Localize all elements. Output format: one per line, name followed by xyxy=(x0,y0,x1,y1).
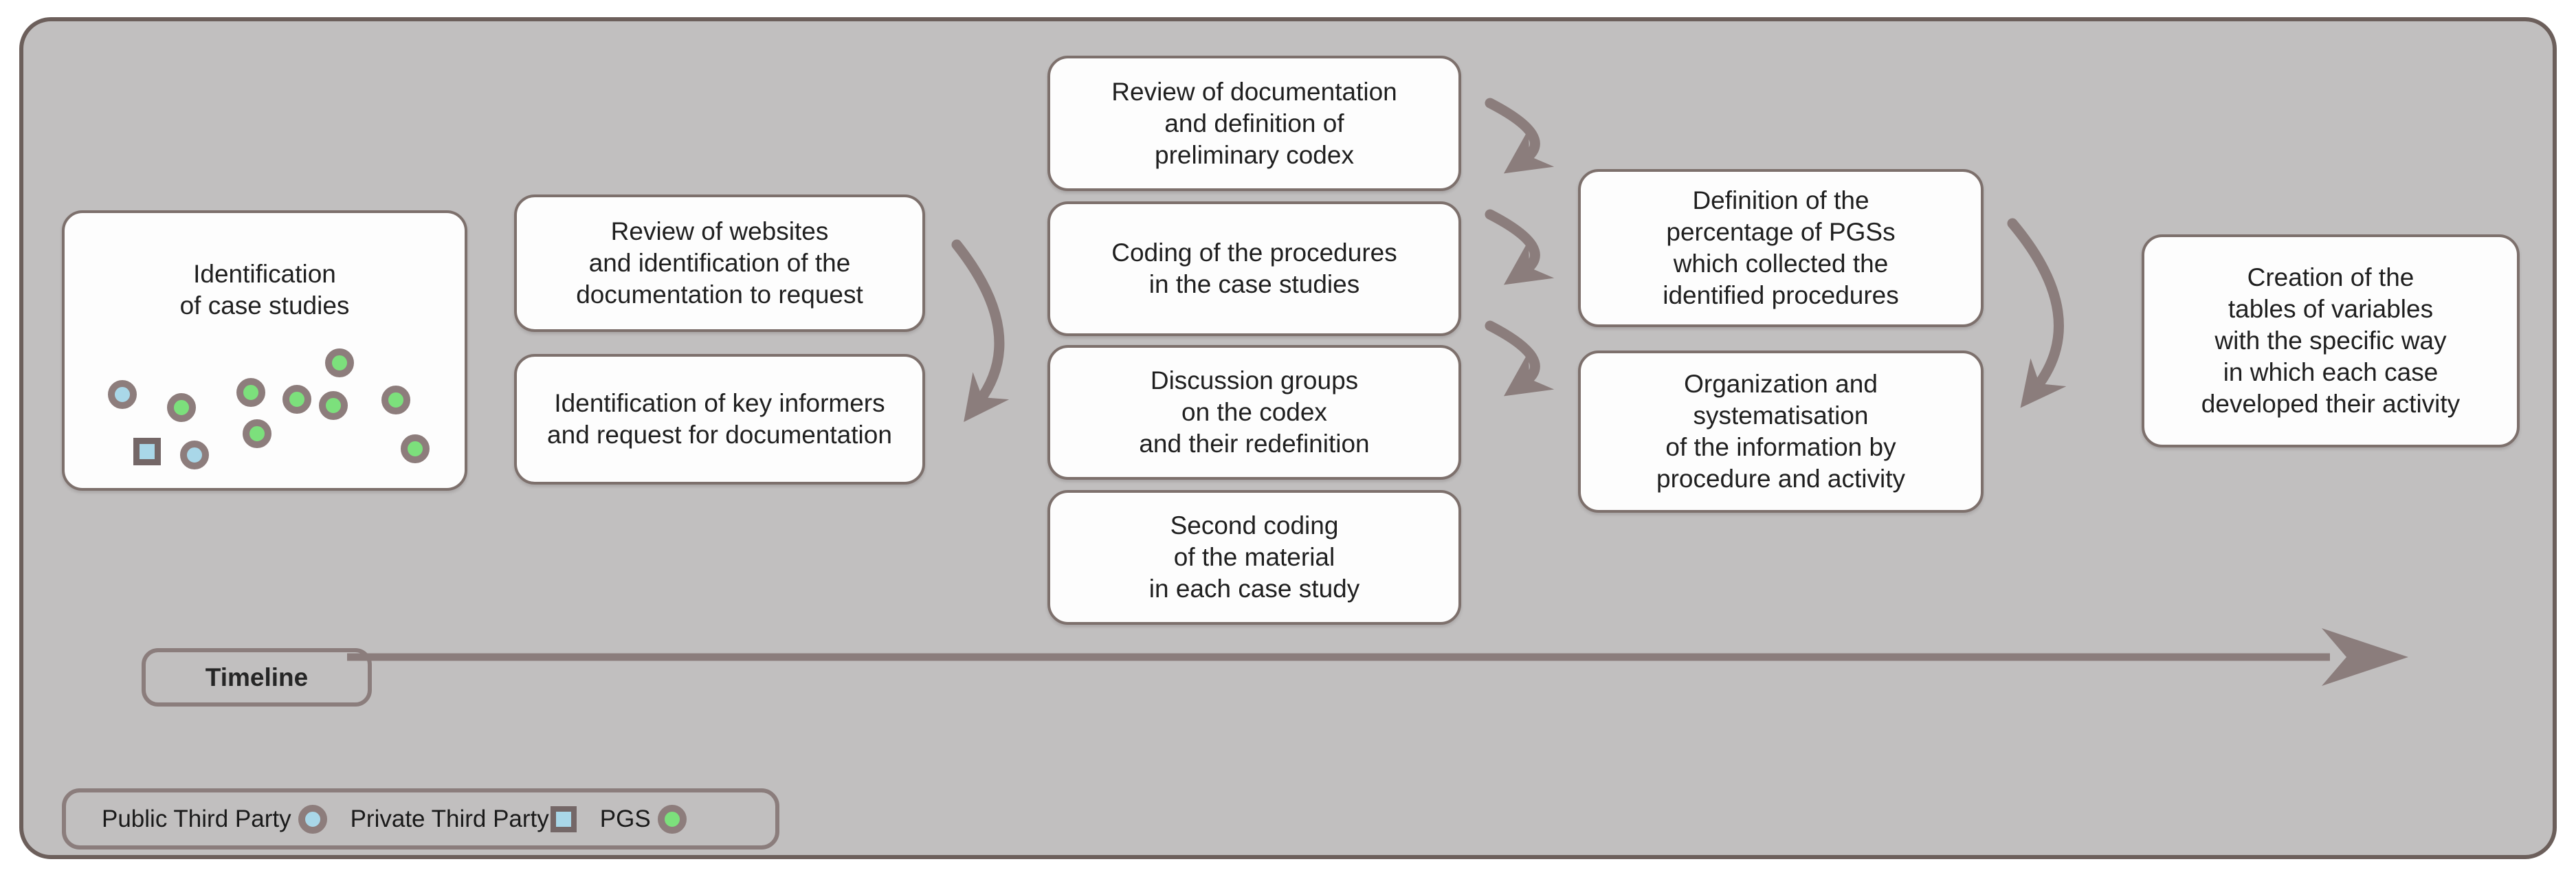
box-text-line: Creation of the xyxy=(2247,263,2414,291)
timeline-label-box: Timeline xyxy=(142,648,372,707)
box-text-line: in the case studies xyxy=(1148,270,1360,298)
box-text-line: Discussion groups xyxy=(1150,366,1359,395)
box-text-line: in which each case xyxy=(2223,358,2439,386)
case-study-marker-blue-circle xyxy=(108,380,137,409)
box-text-line: and definition of xyxy=(1164,109,1344,137)
box-coding-of-procedures: Coding of the procedures in the case stu… xyxy=(1047,201,1461,336)
box-definition-of-percentage: Definition of the percentage of PGSs whi… xyxy=(1578,169,1984,327)
box-organization-systematisation: Organization and systematisation of the … xyxy=(1578,351,1984,513)
case-study-marker-green-circle xyxy=(167,393,196,422)
box-text-line: and their redefinition xyxy=(1139,430,1370,458)
box-text-line: of case studies xyxy=(179,291,350,320)
box-text-line: Second coding xyxy=(1170,511,1339,540)
legend: Public Third Party Private Third Party P… xyxy=(62,788,779,850)
case-study-marker-green-circle xyxy=(282,385,311,414)
private-third-party-square-icon xyxy=(550,806,577,832)
box-text-line: procedure and activity xyxy=(1656,465,1905,493)
box-text-line: in each case study xyxy=(1148,575,1360,603)
box-text-line: which collected the xyxy=(1673,249,1889,278)
box-text-line: Identification xyxy=(193,260,336,288)
case-study-marker-green-circle xyxy=(243,419,271,448)
box-text-line: and identification of the xyxy=(588,249,851,277)
box-text-line: of the information by xyxy=(1665,433,1896,461)
box-text-line: developed their activity xyxy=(2201,390,2461,418)
legend-item-public-third-party: Public Third Party xyxy=(102,804,327,834)
box-review-of-documentation: Review of documentation and definition o… xyxy=(1047,56,1461,191)
box-text-line: of the material xyxy=(1173,543,1335,571)
box-text-line: systematisation xyxy=(1693,401,1869,430)
box-creation-of-tables: Creation of the tables of variables with… xyxy=(2142,234,2520,447)
box-second-coding: Second coding of the material in each ca… xyxy=(1047,490,1461,625)
box-text-line: with the specific way xyxy=(2214,326,2447,355)
legend-label: PGS xyxy=(599,805,651,832)
box-text-line: documentation to request xyxy=(576,280,863,309)
case-study-scatter xyxy=(65,213,465,488)
case-study-marker-blue-square xyxy=(133,438,161,465)
box-text-line: Definition of the xyxy=(1692,186,1869,214)
legend-label: Private Third Party xyxy=(350,805,549,832)
box-text-line: Organization and xyxy=(1684,370,1878,398)
box-review-of-websites: Review of websites and identification of… xyxy=(514,195,925,332)
case-study-marker-green-circle xyxy=(401,434,430,463)
case-study-marker-green-circle xyxy=(319,391,348,420)
case-study-marker-blue-circle xyxy=(180,441,209,469)
case-study-marker-green-circle xyxy=(325,348,354,377)
case-study-marker-green-circle xyxy=(381,386,410,414)
box-text-line: percentage of PGSs xyxy=(1666,218,1896,246)
box-text-line: preliminary codex xyxy=(1155,140,1354,169)
case-study-marker-green-circle xyxy=(236,378,265,407)
legend-item-private-third-party: Private Third Party xyxy=(351,806,577,833)
timeline-label: Timeline xyxy=(205,663,309,691)
legend-label: Public Third Party xyxy=(102,805,291,832)
diagram-panel: Identification of case studies Review of… xyxy=(19,17,2557,859)
box-text-line: identified procedures xyxy=(1663,281,1899,309)
pgs-circle-icon xyxy=(657,804,687,834)
box-text-line: on the codex xyxy=(1181,398,1327,426)
box-text-line: Review of websites xyxy=(610,217,829,245)
box-identification-of-key-informers: Identification of key informers and requ… xyxy=(514,354,925,485)
box-text-line: and request for documentation xyxy=(547,421,892,449)
box-text-line: Identification of key informers xyxy=(554,389,885,417)
box-text-line: Coding of the procedures xyxy=(1111,238,1397,267)
box-text-line: tables of variables xyxy=(2228,295,2434,323)
box-text-line: Review of documentation xyxy=(1111,77,1397,106)
box-discussion-groups: Discussion groups on the codex and their… xyxy=(1047,345,1461,480)
box-identification-of-case-studies: Identification of case studies xyxy=(62,210,467,491)
legend-item-pgs: PGS xyxy=(599,804,687,834)
public-third-party-circle-icon xyxy=(298,804,327,834)
